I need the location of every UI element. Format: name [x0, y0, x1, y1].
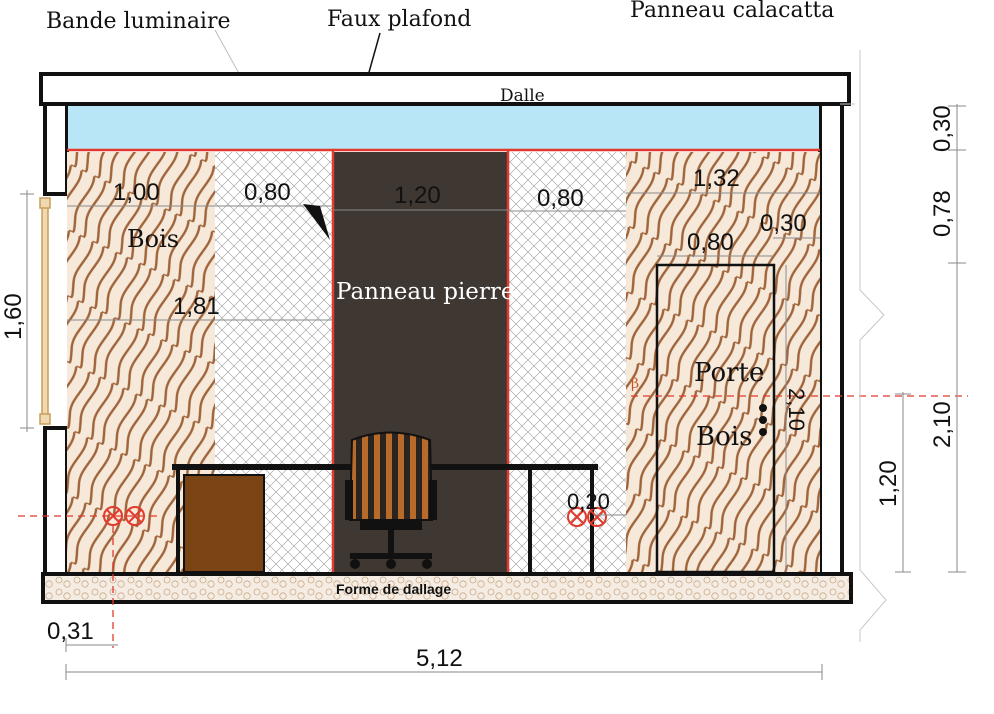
- door-label-line2: Bois: [696, 422, 752, 452]
- callout-false-ceiling: Faux plafond: [327, 7, 471, 32]
- desk-leg-mid: [528, 470, 532, 572]
- door: [655, 263, 776, 574]
- door-handle-bottom: [759, 428, 767, 436]
- window-knob-bottom: [39, 413, 51, 425]
- door-handle-mid: [759, 416, 767, 424]
- window-frame: [41, 199, 49, 423]
- dim-0-31: 0,31: [47, 618, 94, 645]
- office-chair: [345, 431, 437, 569]
- left-wall-lower: [43, 426, 69, 578]
- arrow-0-80-left: [303, 204, 330, 240]
- dim-5-12: 5,12: [416, 645, 463, 672]
- callout-light-strip: Bande luminaire: [46, 9, 231, 34]
- zigzag-break-lines: [840, 50, 887, 642]
- switch-symbol: β: [631, 376, 639, 392]
- screed-label: Forme de dallage: [336, 581, 451, 597]
- dim-2-10-right: 2,10: [929, 401, 956, 448]
- slab-label: Dalle: [500, 86, 545, 106]
- desk-leg-left: [176, 470, 180, 572]
- label-wood-left: Bois: [127, 225, 179, 253]
- left-wall-upper: [43, 102, 69, 196]
- right-wall: [818, 102, 844, 578]
- floor-screed: [41, 572, 853, 604]
- dim-1-81: 1,81: [173, 293, 220, 320]
- dim-0-30-right: 0,30: [929, 105, 956, 152]
- calacatta-panel-right: [508, 152, 626, 572]
- dim-1-00: 1,00: [113, 179, 160, 206]
- dim-0-20: 0,20: [567, 489, 610, 514]
- dim-0-30-door: 0,30: [760, 210, 807, 237]
- dim-1-32: 1,32: [693, 165, 740, 192]
- label-stone-panel: Panneau pierre: [336, 279, 515, 305]
- socket-right: [567, 507, 607, 527]
- false-ceiling: [66, 104, 821, 151]
- door-handle-top: [759, 404, 767, 412]
- desk-cabinet: [183, 474, 265, 573]
- window-knob-top: [39, 197, 51, 209]
- door-label-line1: Porte: [694, 358, 764, 388]
- dim-1-20-right: 1,20: [875, 460, 902, 507]
- dim-0-80-door: 0,80: [687, 229, 734, 256]
- dim-1-20-top: 1,20: [394, 182, 441, 209]
- dim-1-60: 1,60: [0, 293, 27, 340]
- dim-2-10-door: 2,10: [784, 388, 809, 431]
- dim-0-80-left: 0,80: [244, 179, 291, 206]
- dim-0-78: 0,78: [929, 190, 956, 237]
- callout-calacatta-panel: Panneau calacatta: [630, 0, 834, 23]
- slab: [39, 72, 851, 106]
- dimension-lines: [20, 104, 966, 680]
- dim-0-80-right: 0,80: [537, 185, 584, 212]
